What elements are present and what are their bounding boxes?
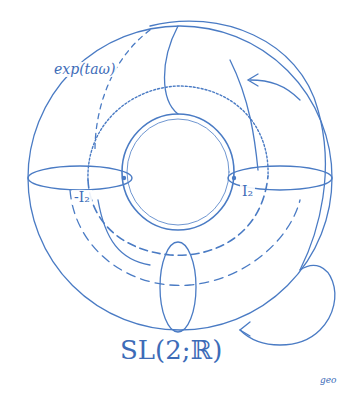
arrow-head <box>248 74 258 86</box>
flow-curve <box>150 21 325 270</box>
note-label: geo <box>318 376 339 386</box>
inner-curve <box>230 60 258 170</box>
inner-curve <box>98 200 150 265</box>
point-label: -I₂ <box>72 190 92 205</box>
flow-curve-lower <box>240 265 335 345</box>
cross-section-left <box>28 166 132 190</box>
geodesic-dashed <box>70 190 300 285</box>
group-name: SL(2;ℝ) <box>118 336 224 365</box>
leader-arrow <box>250 80 300 100</box>
inner-circle <box>122 114 234 230</box>
dashed-arc <box>95 30 150 150</box>
arrow-head <box>240 322 250 336</box>
point-label: I₂ <box>240 184 255 199</box>
cross-section-top <box>165 26 179 114</box>
point-minus-identity <box>122 176 126 180</box>
inner-circle-shade <box>127 119 229 225</box>
point-identity <box>232 176 236 180</box>
cross-section-bottom <box>160 242 196 332</box>
outer-circle <box>28 26 332 330</box>
map-label: exp(taω) <box>52 62 117 77</box>
core-circle-dashed <box>88 176 268 255</box>
core-circle-wavy <box>88 86 268 180</box>
